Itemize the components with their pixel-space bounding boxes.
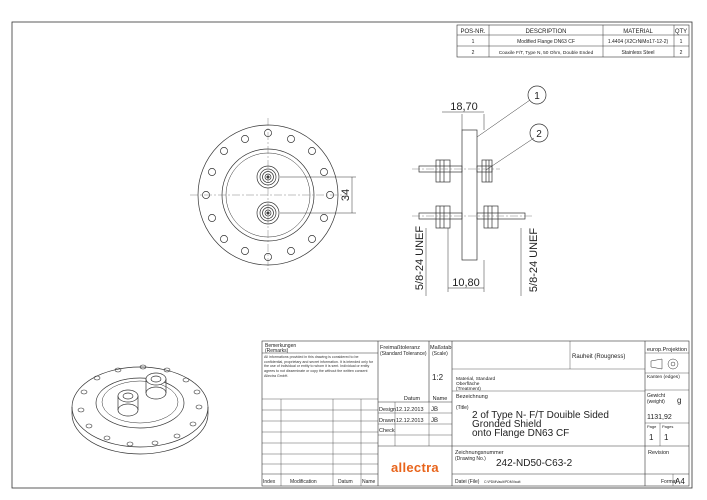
balloon-2-circle [529,123,549,143]
weight-value: 1131,92 [647,414,672,421]
front-view [190,118,356,272]
weight-label: Gewicht [647,393,666,399]
treatment-label: (Treatment) [456,386,481,392]
feedthrough-side-upper [418,159,493,183]
parts-header-desc: DESCRIPTION [525,29,566,35]
title-label: Bezeichnung [456,394,488,400]
file-label: Datei (File) [455,479,480,485]
check-label: Check [379,428,395,434]
pages-value: 1 [664,433,669,442]
dim-bottom-width: 10,80 [452,277,480,289]
index-label: Index [263,479,276,485]
parts-row1-qty: 1 [680,39,683,45]
allectra-logo: allectra [391,460,439,475]
scale-value: 1:2 [432,373,444,382]
datum-label: Datum [338,479,353,485]
drawing-no-sub: (Drawing No.) [455,456,486,462]
leader-lines [476,99,535,171]
edges-label: Kanten (edges) [647,374,680,380]
drawing-number: 242-ND50-C63-2 [496,458,573,469]
drawn-label: Drawn [379,418,395,424]
parts-header-qty: QTY [675,29,687,35]
thread-right: 5/8-24 UNEF [528,228,540,292]
design-name: JB [431,407,438,413]
modification-label: Modification [290,479,317,485]
parts-list: POS-NR. DESCRIPTION MATERIAL QTY 1 Modif… [456,24,690,58]
surface-label: Oberfläche [456,381,480,387]
parts-header-material: MATERIAL [623,29,653,35]
drawing-no-label: Zeichnungsnummer [455,450,504,456]
date-header: Datum [404,396,421,402]
pages-label: Pages [662,424,673,429]
revision-label: Revision [648,450,669,456]
file-path: C:\PDMVault\PDMVault [484,480,520,484]
title-line-1: 2 of Type N- F/T Douible Sided [472,410,609,421]
isometric-view [71,364,209,455]
parts-row1-material: 1.4404 (X2CrNiMo17-12-2) [608,39,669,45]
roughness-label: Rauheit (Rougness) [572,354,625,360]
weight-unit: g [677,396,681,405]
format-value: A4 [675,477,685,486]
parts-row2-pos: 2 [472,50,475,56]
title-sub: (Title) [456,405,469,411]
tolerance-sub: (Standard Tolerance) [380,351,427,357]
title-line-3: onto Flange DN63 CF [472,428,569,439]
parts-row2-desc: Coaxile F/T, Type N, 50 Ohm, Double Ende… [499,50,594,56]
dim-top-width: 18,70 [450,101,478,113]
title-block [261,340,690,487]
side-view [412,85,549,296]
remarks-sub: (Remarks) [265,348,289,354]
parts-row1-pos: 1 [472,39,475,45]
flange-body-section [461,129,478,261]
balloon-2: 2 [536,129,542,140]
parts-row2-qty: 2 [680,50,683,56]
confidential-notice: All informations provided in this drawin… [264,355,374,378]
center-lines [190,118,346,272]
weight-sub: (weight) [647,399,665,405]
bottom-dimension [425,228,522,296]
drawn-name: JB [431,418,438,424]
remarks-label: Bemerkungen [265,343,296,349]
name-header: Name [433,396,448,402]
iso-feedthrough-2 [145,372,167,400]
name-label: Name [362,479,376,485]
balloon-1: 1 [534,91,540,102]
bolt-holes [202,129,334,261]
projection-label: europ.Projektion [647,347,687,353]
page-label: Page [647,424,657,429]
tolerance-label: Freimaßtoleranz [380,345,420,351]
parts-row2-material: Stainless Steel [621,50,654,56]
format-label: Format [661,479,677,485]
material-label: Material, Standard [456,376,496,382]
page-value: 1 [649,433,654,442]
parts-header-pos: POS-NR. [460,29,485,35]
scale-sub: (Scale) [432,351,448,357]
spacing-dimension [280,176,356,214]
thread-left: 5/8-24 UNEF [414,226,426,290]
dim-spacing: 34 [340,189,352,201]
scale-label: Maßstab [430,345,451,351]
design-date: 12.12.2013 [396,407,424,413]
design-label: Design [379,407,396,413]
balloon-1-circle [527,85,547,105]
iso-feedthrough-1 [117,389,139,417]
sheet-border [11,21,693,489]
iso-bolt-holes [77,364,203,447]
title-line-2: Gronded Shield [472,419,542,430]
drawn-date: 12.12.2013 [396,418,424,424]
confidential-notice-box: All informations provided in this drawin… [264,355,374,378]
projection-symbol [650,358,679,370]
parts-row1-desc: Modified Flange DN63 CF [517,39,575,45]
